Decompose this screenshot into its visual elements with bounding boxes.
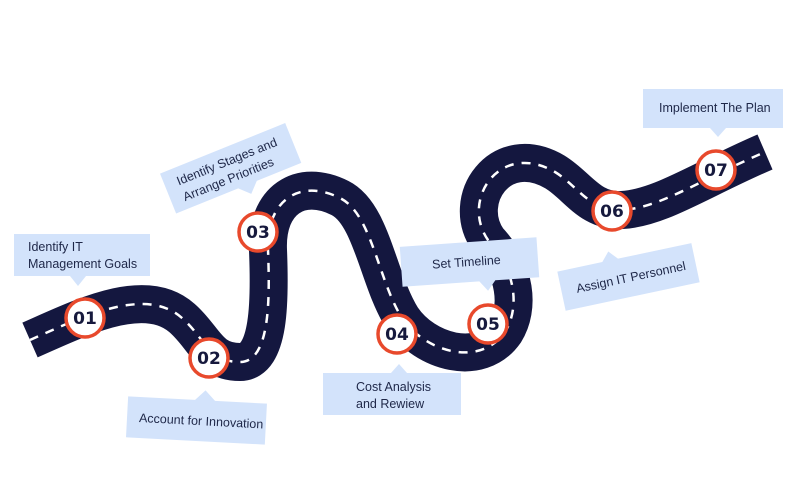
callout-box [14, 234, 150, 286]
step-label-02: Account for Innovation [125, 390, 267, 445]
step-marker-06: 06 [591, 190, 633, 232]
step-01-label-line-1: Identify IT [28, 240, 83, 254]
step-04-label-line-1: Cost Analysis [356, 380, 431, 394]
step-marker-04: 04 [376, 313, 418, 355]
marker-circle [591, 190, 633, 232]
step-04-number: 04 [385, 325, 409, 345]
step-marker-03: 03 [237, 211, 279, 253]
callout-box [399, 237, 540, 291]
step-label-01: Identify IT Management Goals [14, 234, 150, 286]
step-01-number: 01 [73, 309, 97, 329]
step-06-number: 06 [600, 202, 624, 222]
marker-circle [695, 149, 737, 191]
marker-circle [237, 211, 279, 253]
step-label-06: Assign IT Personnel [557, 243, 700, 311]
marker-circle [376, 313, 418, 355]
step-label-04: Cost Analysis and Rewiew [323, 364, 461, 415]
step-marker-07: 07 [695, 149, 737, 191]
step-label-05: Set Timeline [399, 237, 540, 291]
callout-box [125, 390, 267, 445]
callout-box [557, 243, 700, 311]
step-marker-02: 02 [188, 337, 230, 379]
step-marker-01: 01 [64, 297, 106, 339]
marker-circle [64, 297, 106, 339]
callout-box [160, 123, 302, 214]
callout-box [323, 364, 461, 415]
step-label-07: Implement The Plan [643, 89, 783, 137]
step-marker-05: 05 [467, 303, 509, 345]
callout-box [643, 89, 783, 137]
step-04-label-line-2: and Rewiew [356, 397, 425, 411]
step-03-number: 03 [246, 223, 270, 243]
step-05-number: 05 [476, 315, 500, 335]
step-01-label-line-2: Management Goals [28, 257, 137, 271]
step-02-label-line-1: Account for Innovation [139, 411, 264, 431]
step-07-number: 07 [704, 161, 728, 181]
step-05-label-line-1: Set Timeline [432, 253, 502, 272]
step-07-label-line-1: Implement The Plan [659, 101, 771, 115]
step-02-number: 02 [197, 349, 221, 369]
marker-circle [188, 337, 230, 379]
marker-circle [467, 303, 509, 345]
